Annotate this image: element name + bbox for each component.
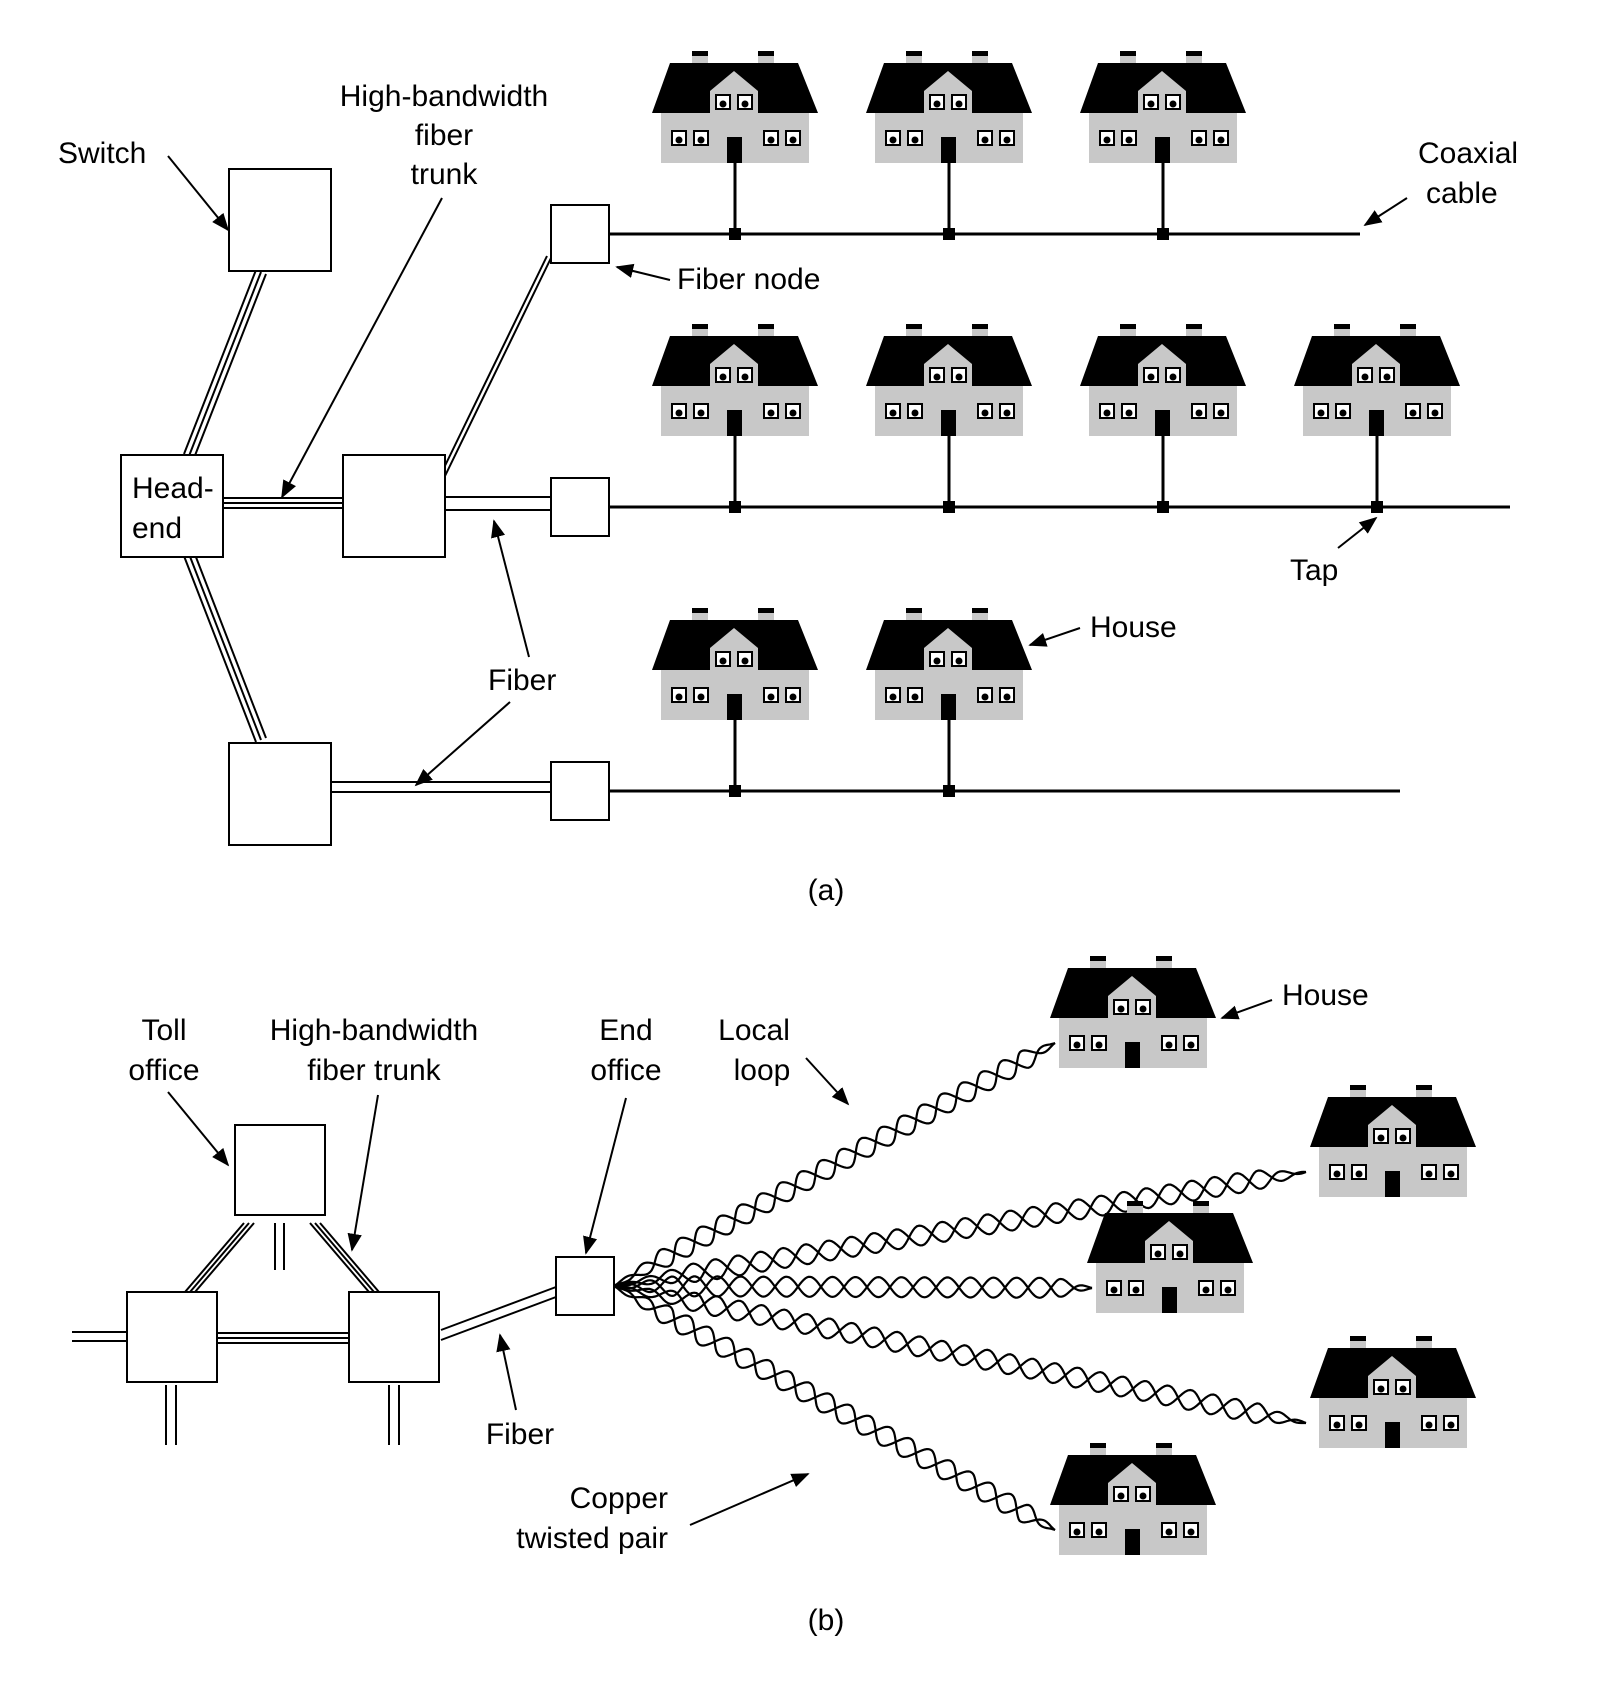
fiber-label-a: Fiber <box>488 664 556 697</box>
switch-box-bottom <box>228 742 332 846</box>
headend-label-1: Head- <box>132 472 214 505</box>
house-icon <box>1293 323 1461 437</box>
fiber-node-label: Fiber node <box>677 263 820 296</box>
house-icon <box>865 607 1033 721</box>
copper-label-1: Copper <box>570 1482 668 1515</box>
twisted-pair-wire <box>613 1041 1056 1287</box>
house-label-b: House <box>1282 979 1369 1012</box>
house-icon <box>865 50 1033 164</box>
trunk-label-3: trunk <box>411 158 479 191</box>
office-box-right <box>348 1291 440 1383</box>
trunk-label-1: High-bandwidth <box>340 80 548 113</box>
local-loop-label-1: Local <box>718 1014 790 1047</box>
end-office-label-1: End <box>599 1014 652 1047</box>
tap-marker <box>729 501 741 513</box>
house-icon <box>651 50 819 164</box>
hub-box <box>342 454 446 558</box>
office-box-left <box>126 1291 218 1383</box>
local-loops <box>613 1041 1307 1532</box>
caption-b: (b) <box>808 1604 845 1637</box>
house-icon <box>651 323 819 437</box>
tap-marker <box>729 228 741 240</box>
tap-marker <box>943 785 955 797</box>
toll-label-1: Toll <box>141 1014 186 1047</box>
twisted-pair-wire <box>613 1275 1093 1299</box>
twisted-pair-wire <box>613 1170 1307 1288</box>
end-office-box <box>555 1256 615 1316</box>
twisted-pair-wire <box>613 1169 1307 1288</box>
twisted-pair-wire <box>613 1284 1306 1425</box>
part-a: Switch High-bandwidth fiber trunk Head- … <box>58 50 1518 907</box>
house-icon <box>1079 50 1247 164</box>
house-icon <box>651 607 819 721</box>
house-icon <box>1079 323 1247 437</box>
tap-marker <box>1157 228 1169 240</box>
house-icon <box>1309 1335 1477 1449</box>
house-rows <box>651 50 1461 797</box>
tap-marker <box>1157 501 1169 513</box>
headend-label-2: end <box>132 512 182 545</box>
house-icon <box>1086 1200 1254 1314</box>
house-icon <box>1309 1084 1477 1198</box>
coax-label-1: Coaxial <box>1418 137 1518 170</box>
trunk-label-2: fiber <box>415 119 473 152</box>
fiber-lines <box>332 255 552 793</box>
twisted-pair-wire <box>613 1284 1307 1425</box>
house-icon <box>1049 1442 1217 1556</box>
trunk-b-label-2: fiber trunk <box>307 1054 441 1087</box>
local-loop-label-2: loop <box>734 1054 791 1087</box>
tap-label: Tap <box>1290 554 1338 587</box>
coax-label-2: cable <box>1426 177 1498 210</box>
part-b: Toll office High-bandwidth fiber trunk E… <box>72 955 1477 1637</box>
tap-marker <box>943 501 955 513</box>
house-icon <box>865 323 1033 437</box>
tap-marker <box>1371 501 1383 513</box>
tap-marker <box>729 785 741 797</box>
headend-box <box>120 454 224 558</box>
toll-label-2: office <box>128 1054 199 1087</box>
fiber-node-1 <box>550 204 610 264</box>
twisted-pair-wire <box>613 1042 1056 1287</box>
house-icon <box>1049 955 1217 1069</box>
copper-label-2: twisted pair <box>516 1522 668 1555</box>
twisted-pair-wire <box>613 1285 1056 1532</box>
fiber-trunk-lines <box>183 269 343 743</box>
houses-b <box>1049 955 1477 1556</box>
house-label-a: House <box>1090 611 1177 644</box>
toll-office-box <box>234 1124 326 1216</box>
fiber-node-2 <box>550 477 610 537</box>
trunk-b-label-1: High-bandwidth <box>270 1014 478 1047</box>
end-office-label-2: office <box>590 1054 661 1087</box>
switch-label: Switch <box>58 137 146 170</box>
fiber-node-3 <box>550 761 610 821</box>
fiber-label-b: Fiber <box>486 1418 554 1451</box>
tap-marker <box>943 228 955 240</box>
switch-box <box>228 168 332 272</box>
twisted-pair-wire <box>613 1275 1093 1299</box>
caption-a: (a) <box>808 874 845 907</box>
twisted-pair-wire <box>613 1285 1056 1531</box>
fiber-trunk-lines-b <box>72 1222 557 1445</box>
